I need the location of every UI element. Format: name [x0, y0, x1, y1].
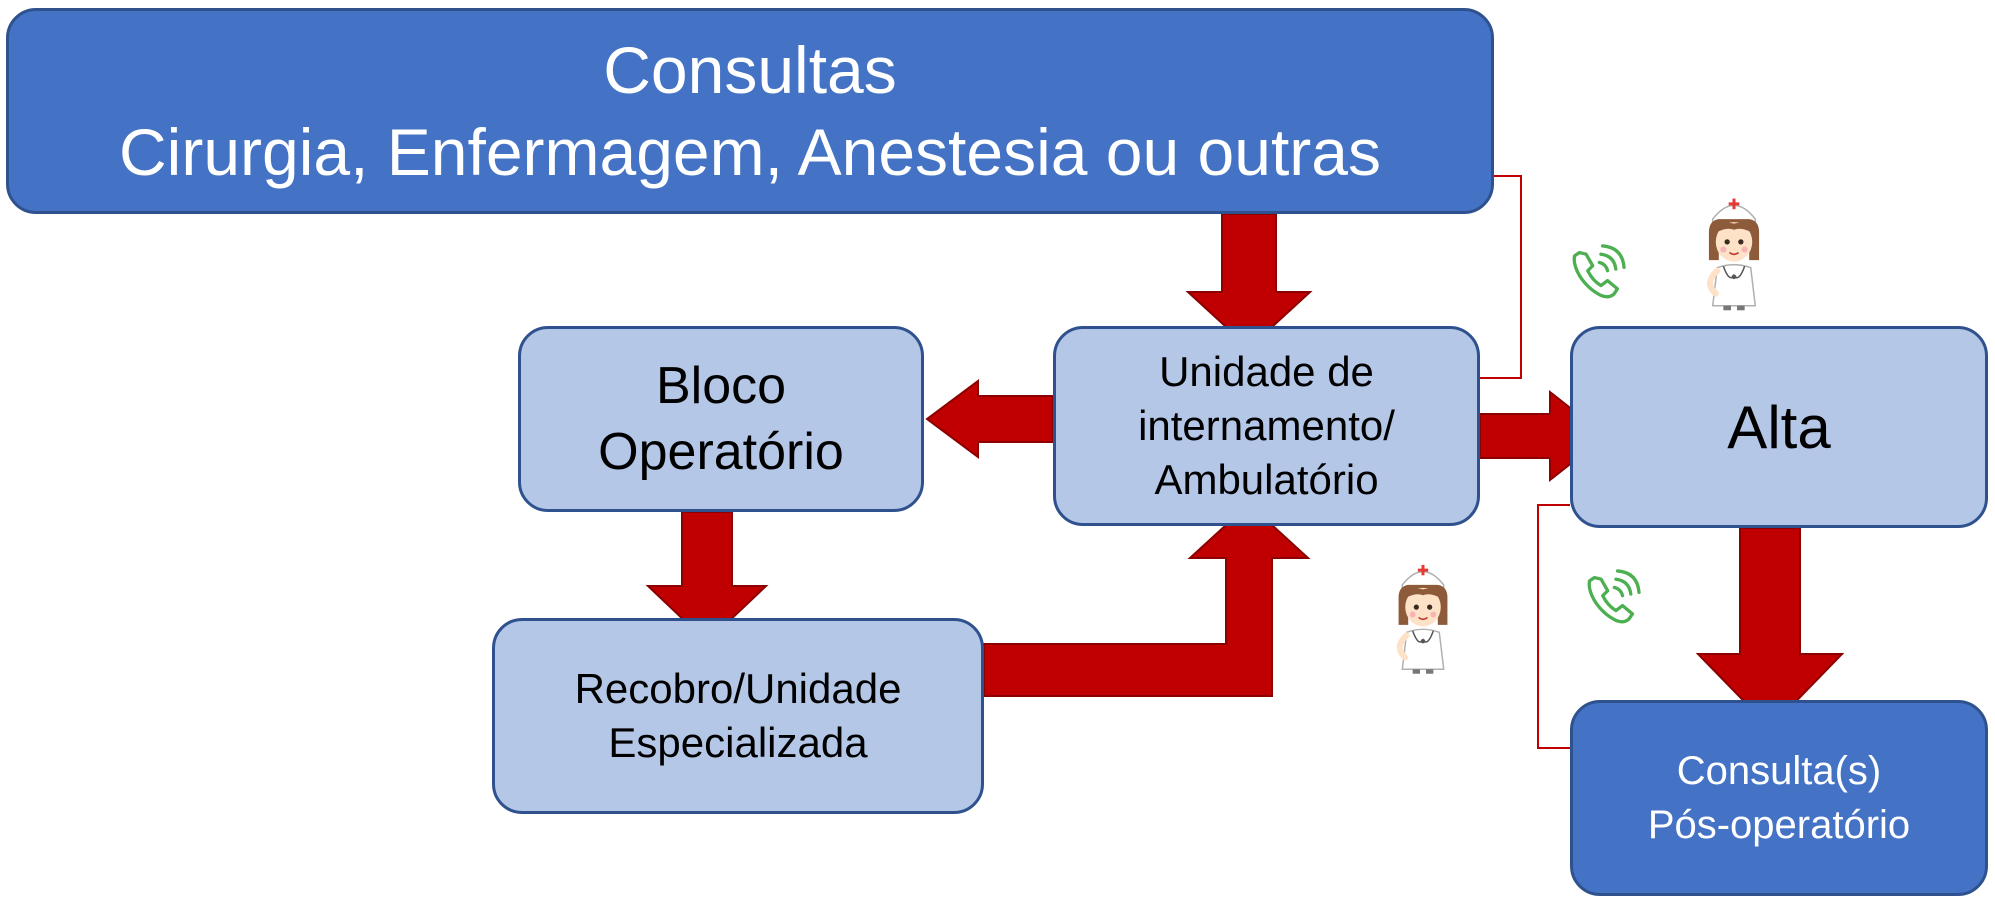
nurse-icon [1709, 199, 1759, 311]
arrow-recobro-to-unidade [983, 502, 1311, 697]
recobro-label-line2: Especializada [608, 719, 868, 766]
consultas-subtitle: Cirurgia, Enfermagem, Anestesia ou outra… [119, 115, 1381, 189]
bracket-connector [1480, 175, 1522, 379]
consultas-title: Consultas [603, 33, 897, 107]
consultas-box: Consultas Cirurgia, Enfermagem, Anestesi… [6, 8, 1494, 214]
nurse-icon [1399, 565, 1448, 674]
unidade-label-line1: Unidade de [1159, 348, 1374, 395]
arrow-bloco-to-recobro [645, 511, 769, 644]
consulta-pos-operatorio-box: Consulta(s) Pós-operatório [1570, 700, 1988, 896]
alta-label: Alta [1727, 393, 1831, 461]
bloco-label-line1: Bloco [655, 357, 787, 415]
unidade-internamento-box: Unidade de internamento/ Ambulatório [1053, 326, 1480, 526]
bracket-connector [1537, 504, 1570, 749]
pos-operatorio-label-line1: Consulta(s) [1676, 749, 1882, 793]
alta-box: Alta [1570, 326, 1988, 528]
arrow-alta-to-pos-operatorio [1695, 527, 1845, 730]
bloco-label-line2: Operatório [598, 423, 844, 481]
recobro-label-line1: Recobro/Unidade [574, 665, 902, 712]
phone-icon [1587, 569, 1641, 624]
recobro-box: Recobro/Unidade Especializada [492, 618, 984, 814]
arrow-consultas-to-unidade [1185, 213, 1313, 350]
unidade-label-line2: internamento/ [1138, 402, 1395, 449]
bloco-operatorio-box: Bloco Operatório [518, 326, 924, 512]
phone-icon [1572, 244, 1626, 299]
arrow-unidade-to-bloco [925, 379, 1054, 459]
unidade-label-line3: Ambulatório [1154, 456, 1379, 503]
pos-operatorio-label-line2: Pós-operatório [1647, 803, 1911, 847]
